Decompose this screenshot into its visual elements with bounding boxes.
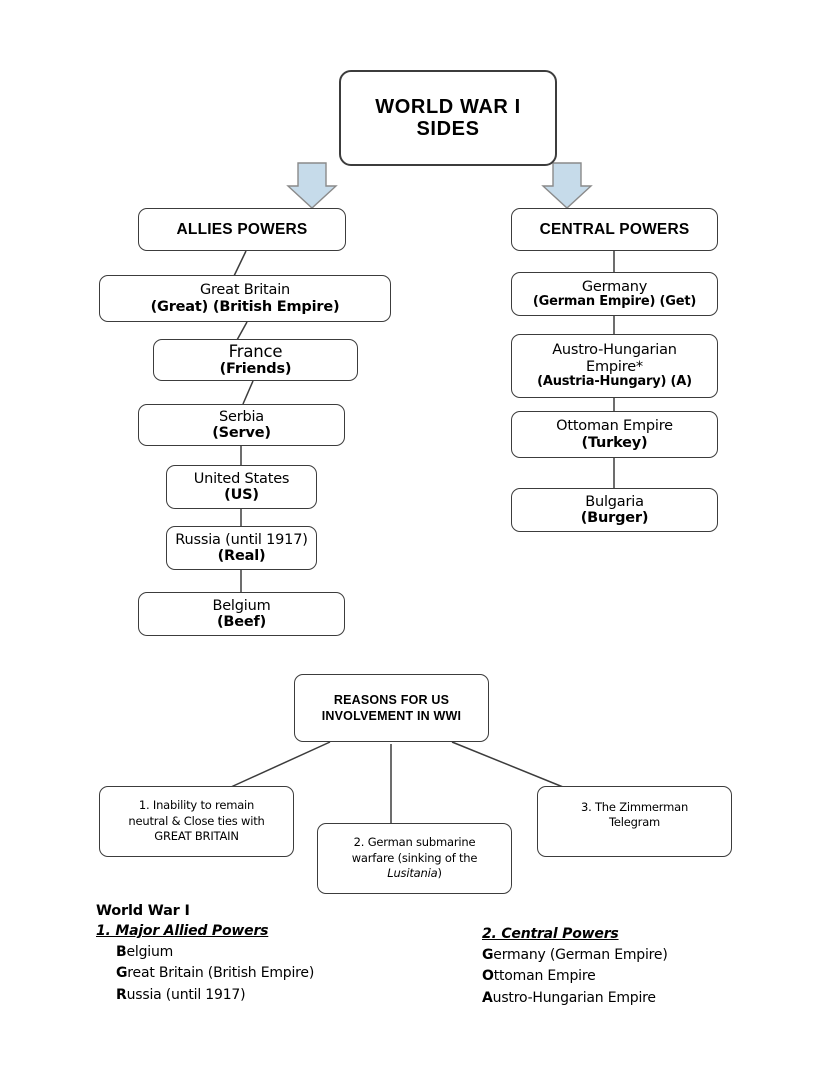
notes-right-subtitle: 2. Central Powers [482, 926, 619, 942]
notes-left-item-2-cap: R [116, 986, 127, 1003]
central-ottoman-line-1: Ottoman Empire [556, 418, 673, 435]
allies-us-line-1: United States [193, 470, 290, 487]
allies-item-france: France (Friends) [153, 339, 358, 381]
reason-1-line-3: GREAT BRITAIN [154, 829, 239, 844]
central-item-austro-hungarian: Austro-Hungarian Empire* (Austria-Hungar… [511, 334, 718, 398]
list-item: Ottoman Empire [482, 966, 668, 987]
reasons-header-line-1: REASONS FOR US [333, 692, 450, 707]
notes-left-item-2-rest: ussia (until 1917) [126, 986, 246, 1003]
reason-2-line-3: Lusitania) [387, 866, 442, 881]
allies-belgium-line-2: (Beef) [216, 614, 267, 630]
reason-3-line-2: Telegram [608, 815, 661, 830]
notes-right-item-0-cap: G [482, 947, 494, 963]
allies-item-united-states: United States (US) [166, 465, 317, 509]
allies-powers-header: ALLIES POWERS [138, 208, 346, 251]
allies-item-belgium: Belgium (Beef) [138, 592, 345, 636]
title-line-1: WORLD WAR I [375, 95, 521, 118]
allies-serbia-line-2: (Serve) [212, 425, 271, 441]
allies-russia-line-1: Russia (until 1917) [175, 531, 308, 548]
reason-box-3: 3. The Zimmerman Telegram [537, 786, 732, 857]
allies-us-line-2: (US) [224, 487, 259, 503]
central-ah-line-1: Austro-Hungarian [552, 342, 677, 359]
central-item-ottoman: Ottoman Empire (Turkey) [511, 411, 718, 458]
notes-left: World War I 1. Major Allied Powers Belgi… [96, 903, 314, 1006]
allies-item-serbia: Serbia (Serve) [138, 404, 345, 446]
central-ah-line-3: (Austria-Hungary) (A) [537, 373, 692, 389]
allies-item-russia: Russia (until 1917) (Real) [166, 526, 317, 570]
list-item: Austro-Hungarian Empire [482, 988, 668, 1009]
reason-box-1: 1. Inability to remain neutral & Close t… [99, 786, 294, 857]
notes-right-item-1-cap: O [482, 968, 494, 985]
allies-serbia-line-1: Serbia [218, 408, 264, 425]
central-germany-line-1: Germany [581, 278, 648, 295]
reason-1-line-2: neutral & Close ties with [128, 813, 265, 828]
notes-left-subtitle: 1. Major Allied Powers [96, 923, 269, 939]
title-line-2: SIDES [416, 118, 480, 140]
notes-left-item-0-rest: elgium [126, 944, 174, 960]
central-ah-line-2: Empire* [586, 358, 643, 375]
reason-2-line-2: warfare (sinking of the [351, 850, 478, 865]
allies-item-great-britain: Great Britain (Great) (British Empire) [99, 275, 391, 322]
notes-right-item-2-rest: ustro-Hungarian Empire [492, 989, 656, 1006]
allies-gb-line-1: Great Britain [199, 282, 291, 299]
central-powers-header: CENTRAL POWERS [511, 208, 718, 251]
reason-2-lusitania: Lusitania [387, 866, 438, 881]
title-box: WORLD WAR I SIDES [339, 70, 557, 166]
notes-right-item-0-rest: ermany (German Empire) [493, 947, 668, 963]
allies-france-line-1: France [228, 341, 283, 361]
notes-left-item-1-cap: G [116, 965, 128, 982]
notes-left-item-1-rest: reat Britain (British Empire) [127, 965, 315, 982]
reason-2-line-3-tail: ) [437, 866, 442, 881]
notes-title: World War I [96, 903, 190, 919]
allies-belgium-line-1: Belgium [212, 597, 271, 614]
central-item-bulgaria: Bulgaria (Burger) [511, 488, 718, 532]
arrow-to-central [541, 162, 593, 209]
central-ottoman-line-2: (Turkey) [581, 434, 648, 451]
allies-russia-line-2: (Real) [217, 548, 266, 564]
notes-left-item-0-cap: B [116, 944, 127, 960]
list-item: Great Britain (British Empire) [116, 963, 314, 984]
central-powers-label: CENTRAL POWERS [539, 220, 690, 238]
list-item: Belgium [116, 942, 314, 963]
notes-left-list: Belgium Great Britain (British Empire) R… [96, 942, 314, 1006]
central-bulgaria-line-1: Bulgaria [585, 493, 644, 510]
list-item: Germany (German Empire) [482, 945, 668, 966]
central-bulgaria-line-2: (Burger) [580, 510, 649, 526]
allies-powers-label: ALLIES POWERS [176, 220, 308, 238]
allies-gb-line-2: (Great) (British Empire) [150, 298, 340, 315]
reasons-header-box: REASONS FOR US INVOLVEMENT IN WWI [294, 674, 489, 742]
reasons-header-line-2: INVOLVEMENT IN WWI [321, 709, 462, 723]
notes-right-item-2-cap: A [482, 989, 493, 1006]
allies-france-line-2: (Friends) [219, 361, 292, 378]
central-germany-line-2: (German Empire) (Get) [532, 293, 697, 309]
list-item: Russia (until 1917) [116, 985, 314, 1006]
reason-1-line-1: 1. Inability to remain [138, 798, 255, 813]
notes-right-item-1-rest: ttoman Empire [493, 968, 596, 985]
notes-right: 2. Central Powers Germany (German Empire… [482, 926, 668, 1009]
central-item-germany: Germany (German Empire) (Get) [511, 272, 718, 316]
arrow-to-allies [286, 162, 338, 209]
notes-right-list: Germany (German Empire) Ottoman Empire A… [482, 945, 668, 1009]
reason-2-line-1: 2. German submarine [353, 835, 476, 850]
reason-3-line-1: 3. The Zimmerman [580, 800, 689, 814]
reason-box-2: 2. German submarine warfare (sinking of … [317, 823, 512, 894]
